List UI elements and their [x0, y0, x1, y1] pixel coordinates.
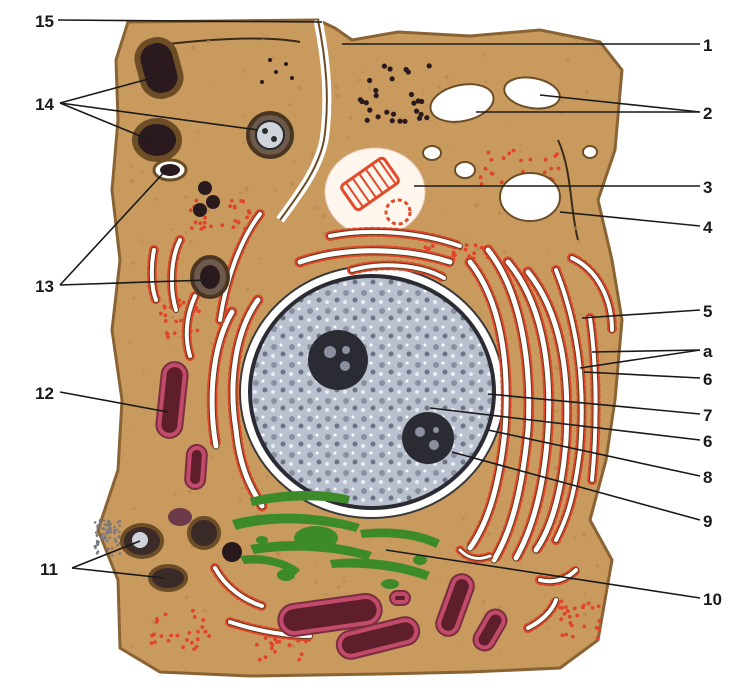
nucleolus-lower: [402, 412, 454, 464]
label-14: 14: [35, 95, 54, 114]
label-13: 13: [35, 277, 54, 296]
label-10: 10: [703, 590, 722, 609]
label-9: 9: [703, 512, 712, 531]
label-3: 3: [703, 178, 712, 197]
label-4: 4: [703, 218, 713, 237]
label-6a: 6: [703, 370, 712, 389]
label-15: 15: [35, 12, 54, 31]
label-7: 7: [703, 406, 712, 425]
label-6b: 6: [703, 432, 712, 451]
label-1: 1: [703, 36, 712, 55]
label-a: а: [703, 342, 713, 361]
label-2: 2: [703, 104, 712, 123]
label-8: 8: [703, 468, 712, 487]
label-11: 11: [40, 560, 58, 579]
label-5: 5: [703, 302, 712, 321]
nucleus: [240, 266, 504, 518]
cell-center: [325, 148, 425, 236]
nucleolus-upper: [308, 330, 368, 390]
label-12: 12: [35, 384, 54, 403]
